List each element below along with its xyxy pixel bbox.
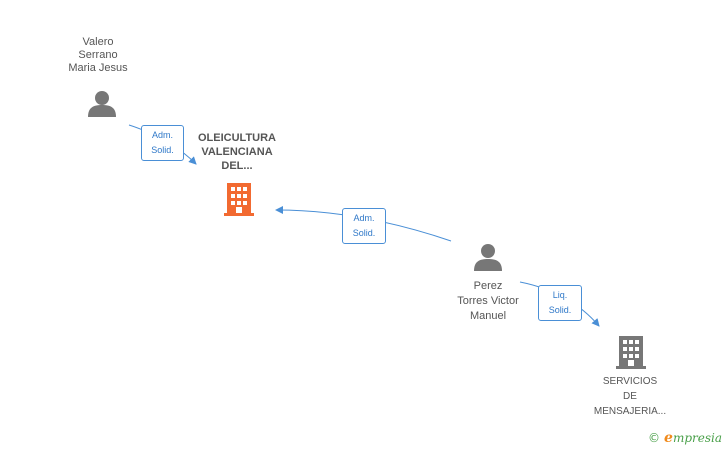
relation-line: Liq.	[552, 290, 568, 300]
label-line: Manuel	[469, 310, 507, 322]
relation-badge-perez-oleicultura[interactable]: Adm. Solid.	[342, 208, 386, 244]
label-line: Torres Victor	[457, 295, 519, 307]
label-line: MENSAJERIA...	[593, 406, 667, 417]
relation-line: Solid.	[548, 305, 572, 315]
person-label-perez[interactable]: Perez Torres Victor Manuel	[436, 279, 540, 324]
label-line: Serrano	[78, 49, 118, 61]
brand-name: mpresia	[672, 431, 722, 445]
building-icon[interactable]	[224, 183, 254, 216]
person-icon[interactable]	[474, 244, 502, 271]
brand-initial: e	[664, 430, 673, 446]
relation-line: Adm.	[353, 213, 375, 223]
label-line: Perez	[473, 280, 503, 292]
label-line: VALENCIANA	[201, 146, 273, 158]
label-line: Valero	[82, 36, 114, 48]
relation-badge-perez-servicios[interactable]: Liq. Solid.	[538, 285, 582, 321]
label-line: SERVICIOS	[602, 376, 658, 387]
label-line: Maria Jesus	[68, 62, 128, 74]
person-icon[interactable]	[88, 91, 116, 117]
label-line: OLEICULTURA	[197, 132, 276, 144]
label-line: DE	[623, 391, 637, 402]
empresia-logo: ©empresia	[648, 430, 722, 446]
company-label-servicios[interactable]: SERVICIOS DE MENSAJERIA...	[580, 374, 680, 419]
copyright-symbol: ©	[648, 431, 661, 445]
relation-line: Adm.	[151, 130, 173, 140]
relation-line: Solid.	[151, 145, 174, 155]
label-line: DEL...	[221, 160, 253, 172]
building-icon[interactable]	[616, 336, 646, 369]
relation-badge-valero-oleicultura[interactable]: Adm. Solid.	[141, 125, 184, 161]
company-label-oleicultura[interactable]: OLEICULTURA VALENCIANA DEL...	[180, 131, 294, 173]
person-label-valero[interactable]: Valero Serrano Maria Jesus	[48, 36, 148, 75]
relation-line: Solid.	[352, 228, 376, 238]
